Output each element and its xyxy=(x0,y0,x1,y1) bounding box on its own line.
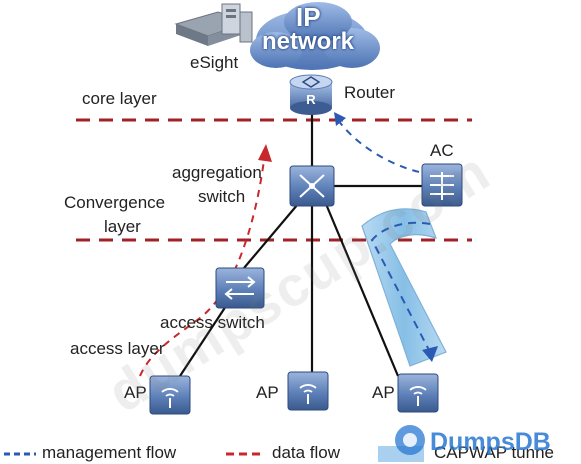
ap-2-label: AP xyxy=(256,383,279,402)
ac-controller-icon xyxy=(421,163,463,207)
link-aggregation-ap3 xyxy=(324,203,400,377)
convergence-label: Convergence xyxy=(64,193,166,212)
data-flow-arrow-head xyxy=(258,144,272,162)
data-flow-path xyxy=(139,159,265,377)
switch-label: switch xyxy=(198,187,246,206)
ap-2-icon xyxy=(287,371,329,411)
ac-label: AC xyxy=(430,141,454,160)
ip-label: IP xyxy=(296,2,321,32)
access-switch-label: access switch xyxy=(160,313,265,332)
legend-data-flow-label: data flow xyxy=(272,443,341,462)
router-label: Router xyxy=(344,83,396,102)
capwap-tunnel-flow xyxy=(370,221,431,353)
aggregation-label: aggregation xyxy=(172,163,262,182)
legend-management-flow-label: management flow xyxy=(42,443,177,462)
capwap-arrow-head xyxy=(422,346,438,362)
ip-network-cloud-icon xyxy=(250,2,380,70)
ap-3-label: AP xyxy=(372,383,395,402)
access-layer-label: access layer xyxy=(70,339,165,358)
ap-1-icon xyxy=(149,375,191,415)
esight-server-icon xyxy=(174,3,253,46)
capwap-tunnel xyxy=(361,208,447,367)
link-aggregation-accessswitch xyxy=(243,203,299,269)
svg-text:R: R xyxy=(306,92,316,107)
ap-3-icon xyxy=(397,373,439,413)
ap-1-label: AP xyxy=(124,383,147,402)
legend-capwap-tunnel-label: CAPWAP tunne xyxy=(434,443,555,462)
management-flow-arrow-up xyxy=(334,112,346,126)
network-label: network xyxy=(262,28,355,55)
legend: management flow data flow CAPWAP tunne xyxy=(0,440,581,464)
esight-label: eSight xyxy=(190,53,239,72)
router-icon: R xyxy=(289,74,333,115)
layer-label: layer xyxy=(104,217,141,236)
management-flow-router-ac xyxy=(337,119,431,175)
dumpsdb-brand: DumpsDB xyxy=(392,424,578,462)
core-layer-label: core layer xyxy=(82,89,157,108)
dumpsdb-brand-text: DumpsDB xyxy=(430,428,551,456)
access-switch-icon xyxy=(215,267,265,309)
aggregation-switch-icon xyxy=(289,165,335,207)
link-accessswitch-ap1 xyxy=(179,305,227,377)
